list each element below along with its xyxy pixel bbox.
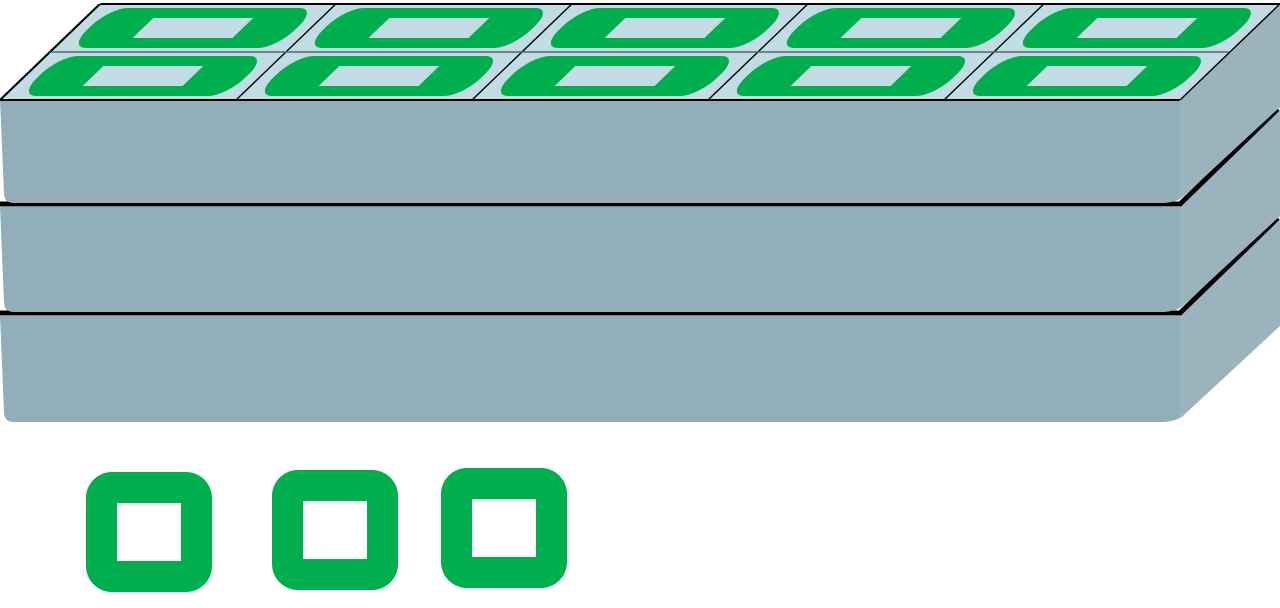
slab-divider-edge <box>0 216 1280 316</box>
slab-side-face <box>1160 220 1280 422</box>
top-face <box>0 3 1280 101</box>
loose-tile-hole <box>117 503 181 561</box>
tile-ring-hole <box>604 18 726 38</box>
tile-ring-hole <box>840 18 962 38</box>
slab-front-face <box>0 100 1180 203</box>
loose-tile-hole <box>303 501 367 559</box>
tile-ring-hole <box>318 66 440 86</box>
tile-ring-hole <box>368 18 490 38</box>
tile-ring-hole <box>554 66 676 86</box>
slab-front-face <box>0 207 1180 312</box>
slab-divider-edge <box>0 107 1280 207</box>
slab-front-face <box>0 316 1180 422</box>
slab-side-face <box>1160 4 1280 203</box>
tile-ring-hole <box>1026 66 1148 86</box>
tile-ring-hole <box>132 18 254 38</box>
tile-ring-hole <box>82 66 204 86</box>
loose-tile-hole <box>472 499 536 557</box>
top-face-grid <box>0 3 1280 101</box>
slab-side-face <box>1160 111 1280 312</box>
slab-stack <box>0 4 1280 422</box>
tile-ring-hole <box>1076 18 1198 38</box>
loose-tiles <box>86 468 567 592</box>
tile-ring-hole <box>790 66 912 86</box>
